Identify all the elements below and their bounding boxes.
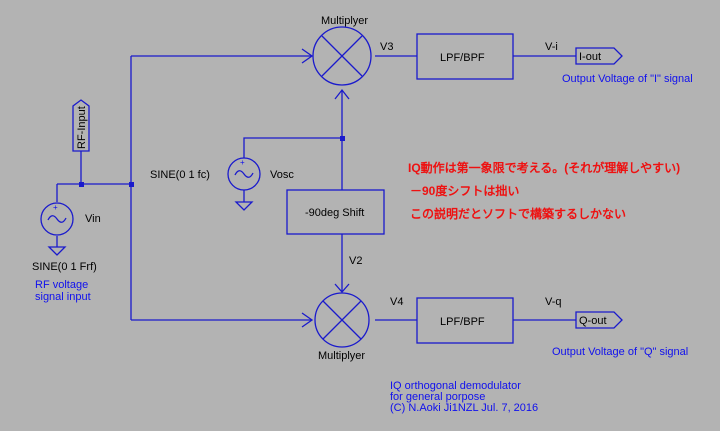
net-v3-label: V3 [380, 41, 393, 53]
arrow-top-bottom [334, 88, 350, 100]
rf-input-port: RF-Input [72, 99, 90, 152]
vin-name-label: Vin [85, 213, 101, 225]
rf-comment-line2: signal input [35, 291, 91, 303]
credit-line2: for general porpose [390, 391, 485, 403]
junction-bus [129, 182, 134, 187]
multiplier-top [312, 26, 372, 86]
multiplier-top-label: Multiplyer [321, 15, 368, 27]
lpf-top-block [416, 33, 514, 80]
q-out-port: Q-out [575, 311, 623, 329]
shift-block [286, 189, 385, 235]
credit-line1: IQ orthogonal demodulator [390, 380, 521, 392]
net-v2-label: V2 [349, 255, 362, 267]
vin-value-label: SINE(0 1 Frf) [32, 261, 97, 273]
osc-source: + [227, 157, 261, 211]
note-red-line3: この説明だとソフトで構築するしかない [410, 206, 626, 221]
multiplier-bottom-label: Multiplyer [318, 350, 365, 362]
note-red-line2: －90度シフトは拙い [410, 183, 519, 198]
note-red-line1: IQ動作は第一象限で考える。(それが理解しやすい) [408, 160, 680, 175]
i-out-port: I-out [575, 47, 623, 65]
multiplier-bottom [314, 292, 370, 348]
net-v4-label: V4 [390, 296, 403, 308]
vosc-name-label: Vosc [270, 169, 294, 181]
junction-osc [340, 136, 345, 141]
rf-input-port-label: RF-Input [76, 106, 88, 149]
arrow-bottom-top [334, 283, 350, 293]
svg-text:+: + [240, 158, 245, 167]
net-vi-label: V-i [545, 41, 558, 53]
arrow-bottom-left [301, 312, 314, 328]
q-out-comment: Output Voltage of "Q" signal [552, 346, 688, 358]
lpf-bottom-block [416, 297, 514, 344]
i-out-comment: Output Voltage of "I" signal [562, 73, 693, 85]
net-vq-label: V-q [545, 296, 562, 308]
lpf-top-label: LPF/BPF [440, 52, 485, 64]
lpf-bottom-label: LPF/BPF [440, 316, 485, 328]
shift-label: -90deg Shift [305, 207, 364, 219]
credit-line3: (C) N.Aoki Ji1NZL Jul. 7, 2016 [390, 402, 538, 414]
q-out-port-label: Q-out [579, 315, 607, 327]
arrow-top-left [301, 48, 314, 64]
vin-source: + [40, 202, 74, 256]
junction-rf [79, 182, 84, 187]
wire-osc-branch [243, 137, 342, 158]
rf-comment-line1: RF voltage [35, 279, 88, 291]
vosc-value-label: SINE(0 1 fc) [150, 169, 210, 181]
svg-text:+: + [53, 203, 58, 212]
i-out-port-label: I-out [579, 51, 601, 63]
